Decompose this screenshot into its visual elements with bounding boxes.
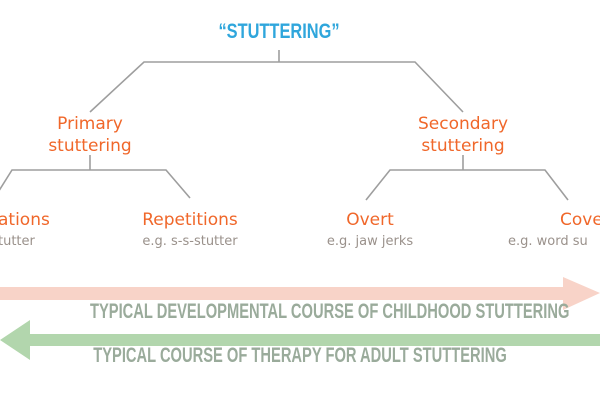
covert-example: e.g. word su — [508, 234, 588, 249]
primary-stuttering-label: Primary stuttering — [20, 113, 160, 157]
overt-example: e.g. jaw jerks — [326, 234, 414, 249]
childhood-arrow — [0, 277, 600, 310]
secondary-connector — [365, 155, 569, 201]
covert-label: Cove — [560, 210, 600, 230]
adult-therapy-caption: TYPICAL COURSE OF THERAPY FOR ADULT STUT… — [93, 344, 507, 367]
primary-connector — [0, 155, 191, 199]
repetitions-example: e.g. s-s-stutter — [142, 234, 238, 249]
childhood-course-caption: TYPICAL DEVELOPMENTAL COURSE OF CHILDHOO… — [90, 300, 570, 323]
primary-line1: Primary — [57, 114, 123, 134]
adult-arrow — [0, 320, 600, 360]
root-connector — [89, 50, 464, 113]
repetitions-label: Repetitions — [142, 210, 238, 230]
prolongations-label: ations — [0, 210, 50, 230]
overt-label: Overt — [346, 210, 394, 230]
secondary-line1: Secondary — [417, 114, 509, 134]
root-label: “STUTTERING” — [218, 20, 340, 43]
primary-line2: stuttering — [48, 136, 132, 156]
secondary-line2: stuttering — [421, 136, 505, 156]
secondary-stuttering-label: Secondary stuttering — [393, 113, 533, 157]
prolongations-example: tutter — [0, 234, 35, 249]
